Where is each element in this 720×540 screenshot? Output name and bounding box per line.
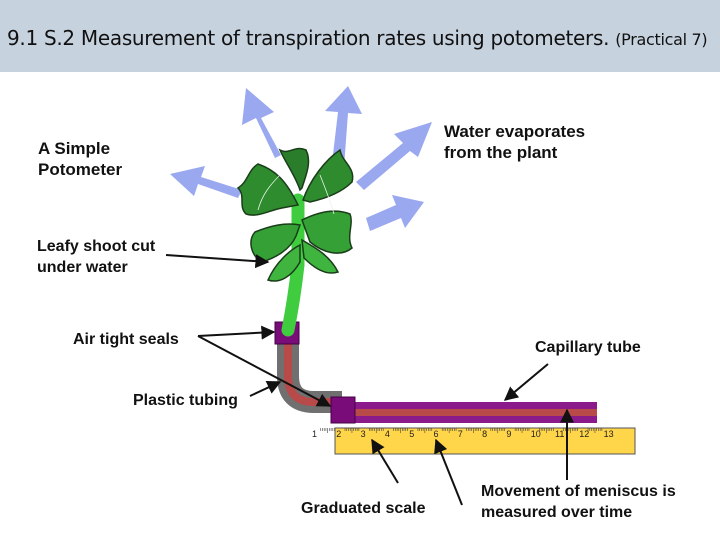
- scale-number: 3: [361, 429, 366, 439]
- page-title: 9.1 S.2 Measurement of transpiration rat…: [7, 26, 708, 50]
- label-line: from the plant: [444, 143, 558, 162]
- label-air-tight-seals: Air tight seals: [73, 331, 179, 348]
- scale-number: 11: [555, 429, 564, 439]
- label-line: under water: [37, 259, 128, 276]
- scale-number: 6: [434, 429, 439, 439]
- scale-number: 10: [531, 429, 541, 439]
- plastic-tubing: [277, 338, 342, 413]
- title-bar: 9.1 S.2 Measurement of transpiration rat…: [0, 0, 720, 72]
- evaporation-arrow: [242, 88, 281, 158]
- label-graduated-scale: Graduated scale: [301, 500, 426, 517]
- label-line: A Simple: [38, 139, 111, 158]
- label-plastic-tubing: Plastic tubing: [133, 392, 238, 409]
- label-line: Water evaporates: [444, 122, 586, 141]
- pointer-graduated-scale: [371, 438, 399, 484]
- label-line: Potometer: [38, 160, 123, 179]
- scale-number: 8: [482, 429, 487, 439]
- capillary-tube: [355, 402, 597, 423]
- air-tight-seal-bottom: [330, 396, 356, 424]
- scale-number: 5: [409, 429, 414, 439]
- label-line: measured over time: [481, 504, 633, 521]
- evaporation-arrow: [356, 122, 432, 190]
- leafy-shoot: [236, 147, 354, 282]
- label-leafy-shoot: Leafy shoot cut under water: [37, 236, 155, 278]
- pointer-seal-bottom: [197, 335, 332, 407]
- scale-number: 12: [579, 429, 589, 439]
- scale-number: 13: [604, 429, 614, 439]
- title-main: 9.1 S.2 Measurement of transpiration rat…: [7, 26, 610, 50]
- pointer-capillary: [503, 363, 549, 401]
- pointer-lines: [165, 254, 574, 506]
- pointer-plastic-tubing: [249, 380, 282, 397]
- evaporation-arrow: [366, 195, 424, 231]
- title-sub: (Practical 7): [615, 30, 708, 49]
- scale-number: 1: [312, 429, 317, 439]
- evaporation-arrow: [170, 166, 242, 198]
- pointer-leafy-shoot: [165, 254, 270, 269]
- scale-number: 9: [506, 429, 511, 439]
- scale-number: 7: [458, 429, 463, 439]
- pointer-meniscus-scale: [434, 438, 463, 506]
- pointer-seal-top: [197, 325, 276, 340]
- label-capillary-tube: Capillary tube: [535, 339, 641, 356]
- scale-ticks: [320, 428, 603, 433]
- label-simple-potometer: A Simple Potometer: [38, 138, 122, 180]
- label-water-evaporates: Water evaporates from the plant: [444, 121, 585, 163]
- label-line: Leafy shoot cut: [37, 238, 156, 255]
- label-line: Movement of meniscus is: [481, 483, 676, 500]
- label-meniscus: Movement of meniscus is measured over ti…: [481, 481, 676, 523]
- scale-number: 2: [336, 429, 341, 439]
- scale-number: 4: [385, 429, 390, 439]
